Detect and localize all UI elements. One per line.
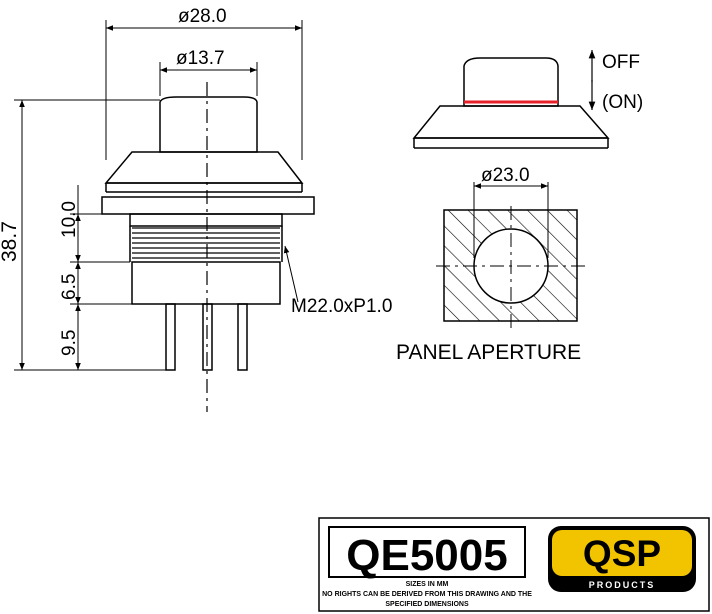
part-number: QE5005 bbox=[346, 531, 507, 580]
note-dimensions: SPECIFIED DIMENSIONS bbox=[385, 601, 469, 608]
thread-spec-label: M22.0xP1.0 bbox=[291, 296, 392, 317]
cap-diameter-label: ø13.7 bbox=[176, 48, 225, 69]
button-cap bbox=[159, 96, 258, 153]
switch-action-view bbox=[412, 57, 610, 149]
qsp-logo: QSP bbox=[583, 533, 661, 574]
panel-aperture-view bbox=[436, 182, 586, 328]
qsp-logo-subtitle: PRODUCTS bbox=[589, 580, 656, 590]
on-label: (ON) bbox=[602, 92, 643, 113]
nut bbox=[131, 261, 281, 305]
thread bbox=[132, 227, 280, 259]
outer-diameter-label: ø28.0 bbox=[178, 6, 227, 27]
total-height-label: 38.7 bbox=[0, 221, 21, 262]
note-rights: NO RIGHTS CAN BE DERIVED FROM THIS DRAWI… bbox=[322, 591, 532, 598]
off-label: OFF bbox=[602, 52, 640, 73]
title-block bbox=[318, 517, 710, 612]
terminal-left bbox=[165, 303, 176, 371]
terminal-right bbox=[237, 303, 248, 371]
nut-height-label: 6.5 bbox=[59, 274, 80, 300]
bezel bbox=[104, 151, 304, 184]
panel bbox=[101, 196, 315, 215]
switch-side-view bbox=[101, 82, 315, 412]
aperture-diameter-label: ø23.0 bbox=[481, 165, 530, 186]
panel-aperture-title: PANEL APERTURE bbox=[396, 341, 581, 364]
dimension-lines bbox=[14, 20, 303, 371]
terminal-length-label: 9.5 bbox=[59, 330, 80, 356]
thread-height-label: 10.0 bbox=[59, 201, 80, 238]
note-sizes: SIZES IN MM bbox=[406, 581, 449, 588]
